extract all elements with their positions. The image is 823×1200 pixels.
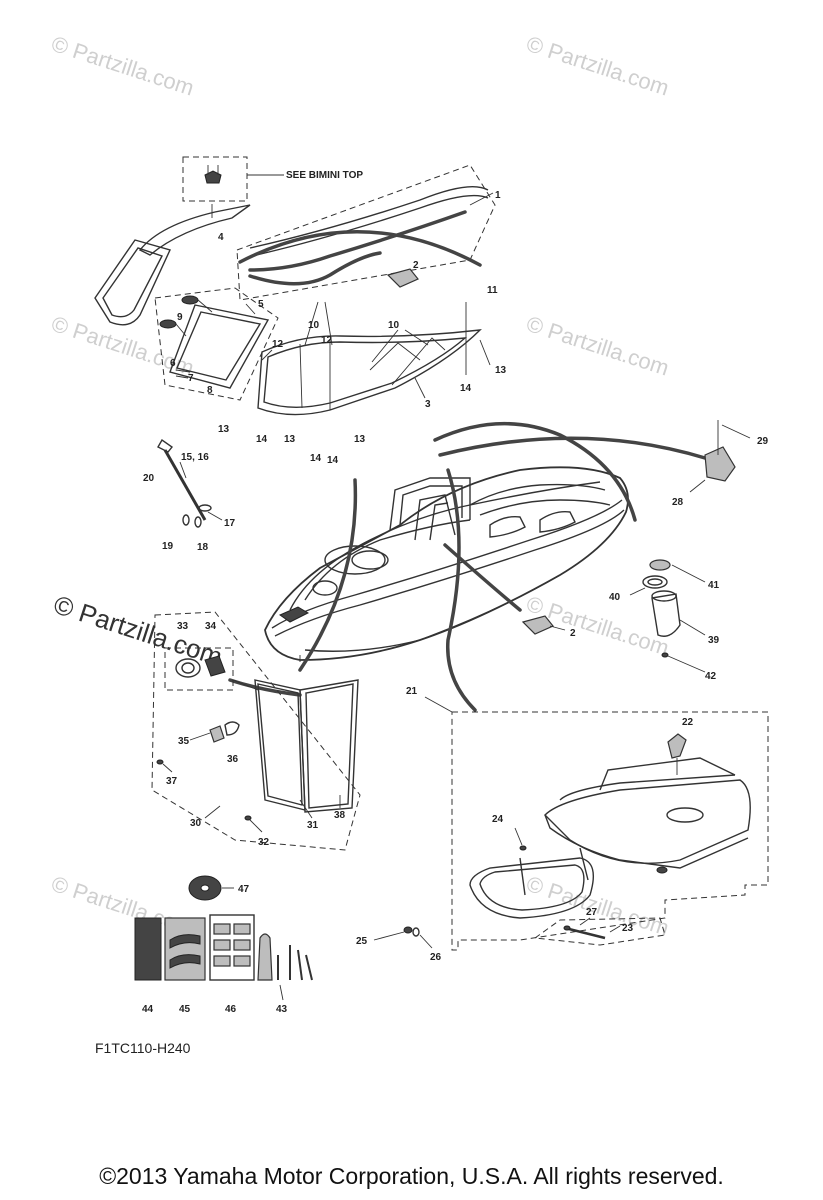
part-label: 14 — [327, 455, 339, 466]
part-label: 40 — [609, 592, 621, 603]
part-labels: 1 2 3 4 5 6 7 8 9 10 10 11 12 12 13 13 1… — [142, 190, 769, 1015]
part-label: 30 — [190, 818, 202, 829]
part-label: 12 — [272, 339, 284, 350]
part-label: 29 — [757, 436, 769, 447]
part-label: 18 — [197, 542, 209, 553]
part-label: 28 — [672, 497, 684, 508]
part-label: 2 — [570, 628, 576, 639]
part-label: 37 — [166, 776, 178, 787]
part-3-windshield — [257, 301, 491, 416]
part-label: 12 — [321, 335, 333, 346]
part-label: 15, 16 — [181, 452, 209, 463]
part-label: 43 — [276, 1004, 288, 1015]
bimini-clip-box — [182, 156, 248, 202]
part-33-34-box — [164, 647, 234, 691]
diagram-code: F1TC110-H240 — [95, 1040, 191, 1056]
part-28-cleat — [689, 420, 751, 493]
part-label: 14 — [310, 453, 322, 464]
part-label: 45 — [179, 1004, 191, 1015]
part-label: 27 — [586, 907, 598, 918]
part-label: 24 — [492, 814, 504, 825]
part-label: 31 — [307, 820, 319, 831]
watermark: © Partzilla.com — [48, 31, 197, 101]
part-label: 39 — [708, 635, 720, 646]
part-label: 10 — [308, 320, 320, 331]
part-21-hatch-group — [373, 696, 769, 951]
copyright-notice: ©2013 Yamaha Motor Corporation, U.S.A. A… — [99, 1163, 724, 1189]
part-5-group — [154, 287, 279, 401]
part-label: 7 — [188, 373, 194, 384]
part-15-rod — [157, 438, 223, 528]
part-label: 46 — [225, 1004, 237, 1015]
see-bimini-top-label: SEE BIMINI TOP — [286, 170, 363, 181]
part-label: 35 — [178, 736, 190, 747]
watermark-prominent: © Partzilla.com — [50, 589, 226, 672]
part-label: 2 — [413, 260, 419, 271]
part-label: 34 — [205, 621, 217, 632]
part-label: 25 — [356, 936, 368, 947]
part-label: 11 — [487, 285, 498, 296]
part-label: 13 — [495, 365, 507, 376]
part-label: 1 — [495, 190, 501, 201]
part-label: 8 — [207, 385, 213, 396]
bimini-clip — [204, 170, 222, 184]
part-label: 6 — [170, 358, 176, 369]
part-label: 19 — [162, 541, 174, 552]
part-label: 17 — [224, 518, 236, 529]
part-label: 47 — [238, 884, 250, 895]
part-6-panel — [94, 239, 171, 326]
boat-hull — [264, 466, 629, 662]
part-label: 13 — [218, 424, 230, 435]
owner-kit — [134, 875, 313, 1001]
part-1-group — [236, 164, 496, 301]
part-label: 4 — [218, 232, 224, 243]
part-label: 23 — [622, 923, 634, 934]
part-label: 41 — [708, 580, 720, 591]
part-label: 14 — [460, 383, 472, 394]
bracket-2-lower — [521, 615, 554, 635]
part-label: 13 — [354, 434, 366, 445]
part-label: 13 — [284, 434, 296, 445]
part-label: 36 — [227, 754, 239, 765]
part-label: 42 — [705, 671, 717, 682]
watermark: © Partzilla.com — [523, 311, 672, 381]
part-label: 14 — [256, 434, 268, 445]
leader-arcs — [228, 230, 707, 712]
part-30-locker — [151, 611, 361, 851]
part-label: 5 — [258, 299, 264, 310]
bimini-clip-group: SEE BIMINI TOP — [182, 156, 363, 202]
part-label: 44 — [142, 1004, 154, 1015]
part-label: 33 — [177, 621, 189, 632]
bracket-2-top — [386, 268, 419, 288]
part-label: 9 — [177, 312, 183, 323]
part-label: 32 — [258, 837, 270, 848]
part-39-cupholder — [629, 559, 706, 673]
part-label: 21 — [406, 686, 418, 697]
part-label: 22 — [682, 717, 694, 728]
part-label: 20 — [143, 473, 155, 484]
item-43-tool-bag — [257, 933, 273, 981]
item-45-book — [164, 917, 206, 981]
part-4-frame — [138, 204, 251, 256]
watermark: © Partzilla.com — [523, 31, 672, 101]
item-44-book — [134, 917, 162, 981]
part-label: 10 — [388, 320, 400, 331]
part-label: 3 — [425, 399, 431, 410]
item-46-manual — [209, 914, 255, 981]
part-label: 26 — [430, 952, 442, 963]
part-label: 38 — [334, 810, 346, 821]
